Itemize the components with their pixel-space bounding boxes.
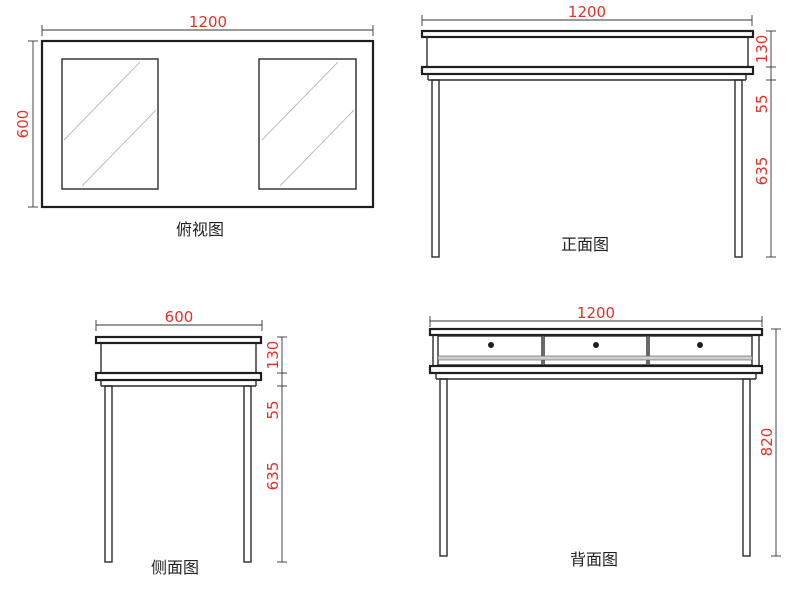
table-top-outline [40, 39, 375, 209]
top-view: 1200 600 俯视图 [14, 13, 375, 239]
back-view-width-label: 1200 [577, 304, 615, 322]
back-view-height-label: 820 [758, 428, 776, 457]
top-view-depth-label: 600 [14, 110, 32, 139]
back-view: 1200 820 背面图 [428, 304, 781, 569]
drawer-left-knob-icon [488, 342, 494, 348]
back-view-lower-slab [428, 364, 764, 375]
top-view-caption: 俯视图 [176, 220, 224, 239]
side-view-top-slab [94, 335, 263, 345]
side-view-leg-right [243, 385, 252, 563]
back-view-leg-right [742, 378, 751, 557]
front-view-caption: 正面图 [561, 235, 609, 254]
drawer-right-knob-icon [697, 342, 703, 348]
back-view-leg-left [439, 378, 448, 557]
back-view-caption: 背面图 [570, 550, 618, 569]
front-view-dim-130: 130 [753, 35, 771, 64]
glass-panel-left [61, 58, 159, 190]
side-view-dim-55: 55 [264, 400, 282, 419]
front-view-top-slab [420, 29, 755, 39]
drawer-middle-knob-icon [593, 342, 599, 348]
top-view-width-label: 1200 [189, 13, 227, 31]
drawer-hatch-strip [437, 355, 753, 361]
front-view-leg-left [431, 79, 440, 258]
drawer-middle [543, 335, 648, 366]
side-view-dim-130: 130 [264, 341, 282, 370]
side-view-dim-635: 635 [264, 462, 282, 491]
side-view: 600 130 55 635 侧面图 [94, 308, 287, 577]
front-view-dim-635: 635 [753, 157, 771, 186]
front-view-dim-55: 55 [753, 94, 771, 113]
front-view-width-label: 1200 [568, 3, 606, 21]
front-view-lower-slab [420, 65, 755, 76]
drawer-right [648, 335, 753, 366]
front-view-leg-right [734, 79, 743, 258]
front-view: 1200 130 55 635 正面图 [420, 3, 776, 258]
side-view-width-label: 600 [165, 308, 194, 326]
back-view-top-slab [428, 327, 764, 337]
side-view-lower-slab [94, 371, 263, 382]
glass-panel-right [258, 58, 357, 190]
drawer-left [437, 335, 543, 366]
side-view-caption: 侧面图 [151, 558, 199, 577]
side-view-leg-left [104, 385, 113, 563]
